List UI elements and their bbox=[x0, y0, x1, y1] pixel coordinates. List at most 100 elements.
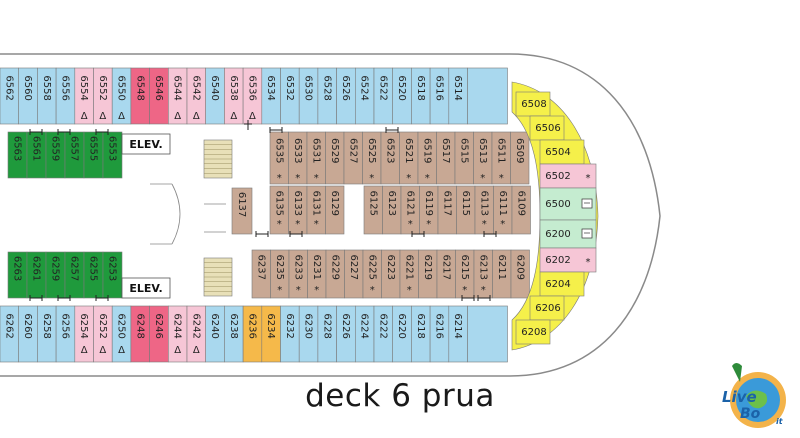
cabin-6236[interactable]: 6236 bbox=[242, 305, 263, 363]
cabin-6220[interactable]: 6220 bbox=[392, 305, 412, 363]
cabin-6524[interactable]: 6524 bbox=[354, 67, 375, 125]
cabin-6518[interactable]: 6518 bbox=[411, 67, 431, 125]
cabin-6531[interactable]: 6531* bbox=[306, 131, 326, 185]
cabin-6227[interactable]: 6227 bbox=[344, 249, 364, 299]
cabin-6520[interactable]: 6520 bbox=[392, 67, 412, 125]
cabin-6135[interactable]: 6135* bbox=[269, 185, 289, 235]
cabin-6221[interactable]: 6221* bbox=[399, 249, 419, 299]
cabin-6260[interactable]: 6260 bbox=[18, 305, 38, 363]
cabin-6546[interactable]: 6546 bbox=[149, 67, 169, 125]
cabin-6258[interactable]: 6258 bbox=[37, 305, 57, 363]
cabin-6511[interactable]: 6511* bbox=[491, 131, 511, 185]
cabin-6228[interactable]: 6228 bbox=[317, 305, 337, 363]
cabin-6514[interactable]: 6514 bbox=[448, 67, 468, 125]
cabin-6230[interactable]: 6230 bbox=[298, 305, 319, 363]
cabin-6226[interactable]: 6226 bbox=[336, 305, 356, 363]
cabin-6513[interactable]: 6513* bbox=[473, 131, 493, 185]
cabin-6202[interactable]: 6202* bbox=[539, 247, 597, 273]
cabin-6563[interactable]: 6563 bbox=[7, 131, 28, 179]
cabin-6526[interactable]: 6526 bbox=[336, 67, 356, 125]
cabin-6522[interactable]: 6522 bbox=[373, 67, 394, 125]
cabin-6532[interactable]: 6532 bbox=[280, 67, 300, 125]
cabin-6516[interactable]: 6516 bbox=[429, 67, 450, 125]
cabin-6217[interactable]: 6217 bbox=[436, 249, 456, 299]
cabin-6121[interactable]: 6121* bbox=[400, 185, 420, 235]
cabin-6515[interactable]: 6515 bbox=[454, 131, 474, 185]
cabin-6262[interactable]: 6262 bbox=[0, 305, 20, 363]
cabin-6504[interactable]: 6504 bbox=[539, 139, 585, 165]
cabin-6558[interactable]: 6558 bbox=[37, 67, 57, 125]
cabin-6125[interactable]: 6125 bbox=[363, 185, 383, 235]
cabin-6115[interactable]: 6115 bbox=[456, 185, 476, 235]
cabin-6259[interactable]: 6259 bbox=[45, 251, 66, 299]
cabin-6548[interactable]: 6548 bbox=[130, 67, 150, 125]
cabin-6109[interactable]: 6109 bbox=[511, 185, 531, 235]
cabin-6523[interactable]: 6523 bbox=[380, 131, 400, 185]
cabin-6213[interactable]: 6213* bbox=[473, 249, 493, 299]
cabin-6556[interactable]: 6556 bbox=[55, 67, 76, 125]
cabin-6211[interactable]: 6211 bbox=[492, 249, 512, 299]
cabin-6527[interactable]: 6527 bbox=[343, 131, 363, 185]
cabin-6500[interactable]: 6500 bbox=[539, 187, 597, 221]
cabin-6231[interactable]: 6231* bbox=[307, 249, 327, 299]
cabin-6519[interactable]: 6519* bbox=[417, 131, 437, 185]
cabin-6131[interactable]: 6131* bbox=[306, 185, 326, 235]
cabin-6562[interactable]: 6562 bbox=[0, 67, 20, 125]
cabin-6534[interactable]: 6534 bbox=[261, 67, 281, 125]
cabin-6560[interactable]: 6560 bbox=[18, 67, 38, 125]
cabin-6257[interactable]: 6257 bbox=[64, 251, 85, 299]
cabin-6223[interactable]: 6223 bbox=[381, 249, 401, 299]
cabin-6117[interactable]: 6117 bbox=[437, 185, 457, 235]
cabin-6263[interactable]: 6263 bbox=[7, 251, 28, 299]
cabin-6559[interactable]: 6559 bbox=[45, 131, 66, 179]
cabin-6215[interactable]: 6215* bbox=[455, 249, 475, 299]
cabin-6225[interactable]: 6225* bbox=[362, 249, 382, 299]
cabin-6509[interactable]: 6509 bbox=[510, 131, 530, 185]
cabin-6561[interactable]: 6561 bbox=[26, 131, 47, 179]
cabin-6255[interactable]: 6255 bbox=[83, 251, 104, 299]
cabin-6246[interactable]: 6246 bbox=[149, 305, 169, 363]
cabin-6540[interactable]: 6540 bbox=[205, 67, 225, 125]
cabin-6529[interactable]: 6529 bbox=[325, 131, 345, 185]
cabin-6137[interactable]: 6137 bbox=[231, 187, 253, 235]
cabin-6129[interactable]: 6129 bbox=[325, 185, 345, 235]
cabin-6261[interactable]: 6261 bbox=[26, 251, 47, 299]
cabin-6204[interactable]: 6204 bbox=[539, 271, 585, 297]
cabin-6521[interactable]: 6521* bbox=[399, 131, 419, 185]
cabin-6123[interactable]: 6123 bbox=[382, 185, 402, 235]
cabin-6530[interactable]: 6530 bbox=[298, 67, 319, 125]
cabin-6229[interactable]: 6229 bbox=[325, 249, 345, 299]
cabin-6502[interactable]: 6502* bbox=[539, 163, 597, 189]
cabin-6535[interactable]: 6535* bbox=[269, 131, 289, 185]
cabin-6208[interactable]: 6208 bbox=[515, 319, 551, 345]
cabin-6200[interactable]: 6200 bbox=[539, 219, 597, 249]
cabin-6557[interactable]: 6557 bbox=[64, 131, 85, 179]
cabin-6528[interactable]: 6528 bbox=[317, 67, 337, 125]
cabin-6233[interactable]: 6233* bbox=[288, 249, 308, 299]
cabin-6214[interactable]: 6214 bbox=[448, 305, 468, 363]
cabin-6206[interactable]: 6206 bbox=[529, 295, 565, 321]
cabin-6553[interactable]: 6553 bbox=[102, 131, 123, 179]
cabin-6113[interactable]: 6113* bbox=[474, 185, 494, 235]
cabin-6209[interactable]: 6209 bbox=[510, 249, 530, 299]
cabin-6218[interactable]: 6218 bbox=[411, 305, 431, 363]
cabin-6238[interactable]: 6238 bbox=[224, 305, 244, 363]
cabin-6234[interactable]: 6234 bbox=[261, 305, 281, 363]
cabin-6517[interactable]: 6517 bbox=[436, 131, 456, 185]
cabin-6240[interactable]: 6240 bbox=[205, 305, 225, 363]
cabin-6253[interactable]: 6253 bbox=[102, 251, 123, 299]
cabin-6111[interactable]: 6111* bbox=[493, 185, 513, 235]
cabin-6219[interactable]: 6219 bbox=[418, 249, 438, 299]
cabin-6555[interactable]: 6555 bbox=[83, 131, 104, 179]
cabin-6235[interactable]: 6235* bbox=[270, 249, 290, 299]
